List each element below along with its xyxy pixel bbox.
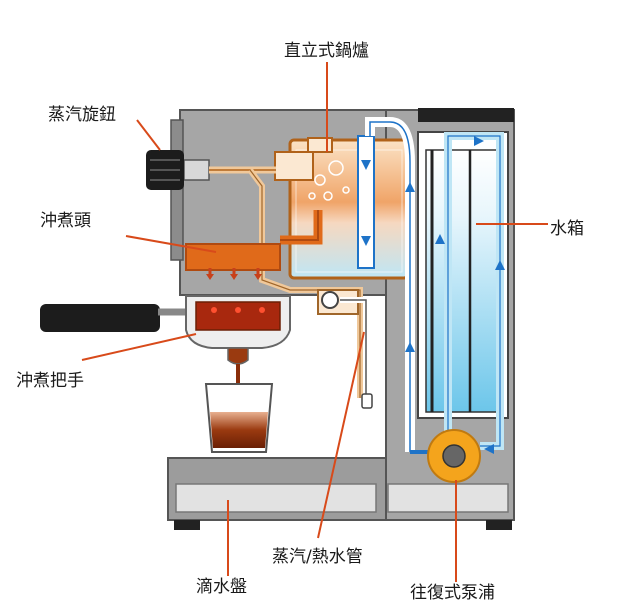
brew-head	[185, 243, 281, 280]
label-pump: 往復式泵浦	[410, 583, 495, 603]
cup-icon	[204, 383, 274, 453]
label-steam-wand: 蒸汽/熱水管	[272, 547, 363, 567]
label-drip-tray: 滴水盤	[196, 577, 247, 597]
flow-arrow-icon	[361, 136, 505, 454]
leader-lines	[81, 62, 548, 582]
label-steam-knob: 蒸汽旋鈕	[48, 105, 116, 125]
pump-icon	[410, 429, 481, 483]
label-brew-head: 沖煮頭	[40, 211, 91, 231]
steam-knob	[146, 150, 210, 190]
steam-wand	[247, 168, 373, 409]
boiler	[274, 135, 410, 280]
label-portafilter-handle: 沖煮把手	[16, 371, 84, 391]
water-tank	[417, 131, 509, 419]
portafilter-icon	[40, 295, 291, 390]
label-boiler: 直立式鍋爐	[284, 41, 369, 61]
label-water-tank: 水箱	[550, 219, 584, 239]
